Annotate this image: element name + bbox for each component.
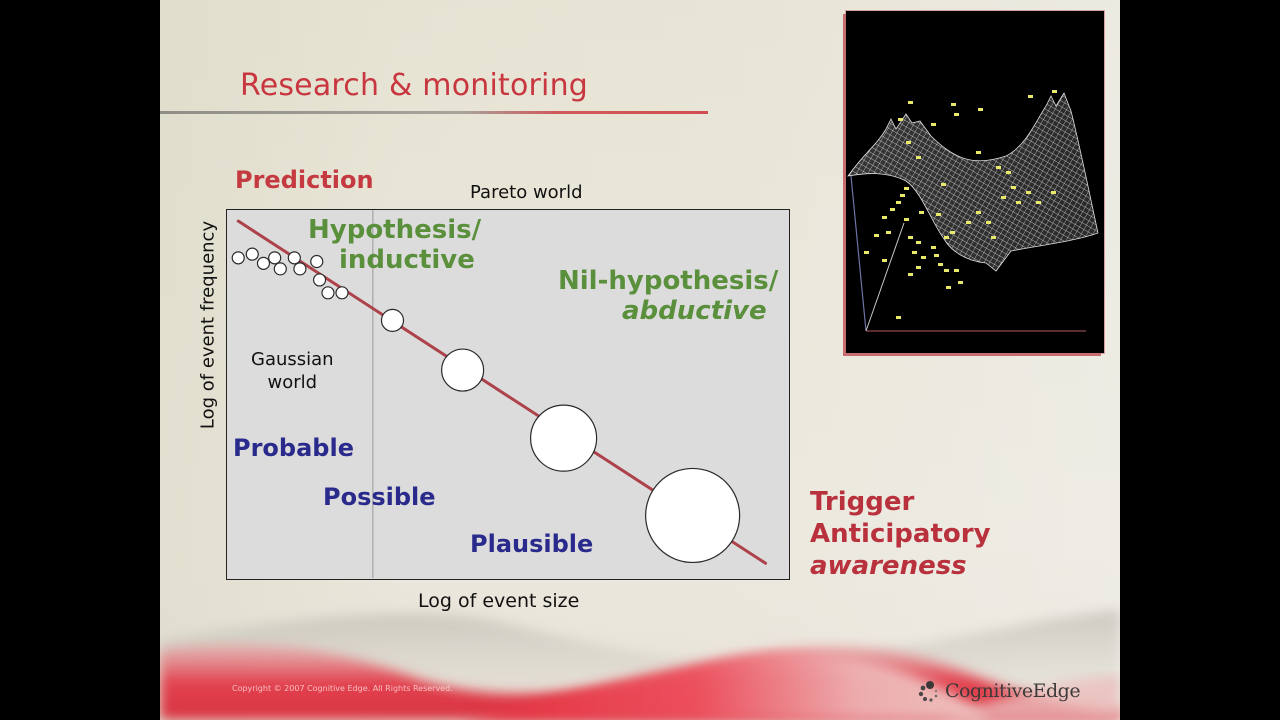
data-point-marker bbox=[1016, 201, 1021, 204]
x-axis-label: Log of event size bbox=[418, 590, 580, 612]
label-gaussian-line1: Gaussian bbox=[251, 349, 334, 370]
data-point-marker bbox=[904, 218, 909, 221]
data-point-marker bbox=[1051, 191, 1056, 194]
data-point-marker bbox=[921, 256, 926, 259]
data-point-marker bbox=[1026, 191, 1031, 194]
chart-title: Pareto world bbox=[470, 182, 583, 203]
data-point-marker bbox=[904, 187, 909, 190]
event-circle bbox=[312, 273, 327, 287]
data-point-marker bbox=[908, 236, 913, 239]
label-possible: Possible bbox=[323, 483, 436, 511]
event-circle bbox=[530, 404, 598, 472]
data-point-marker bbox=[986, 221, 991, 224]
data-point-marker bbox=[886, 231, 891, 234]
data-point-marker bbox=[950, 231, 955, 234]
pareto-chart: Hypothesis/ inductive Nil-hypothesis/ ab… bbox=[226, 209, 790, 580]
data-point-marker bbox=[874, 234, 879, 237]
chart-plot bbox=[231, 210, 768, 578]
event-circle bbox=[231, 251, 245, 265]
data-point-marker bbox=[1036, 201, 1041, 204]
data-point-marker bbox=[1052, 90, 1057, 93]
trigger-line3: awareness bbox=[810, 551, 967, 581]
event-circle bbox=[380, 308, 405, 333]
data-point-marker bbox=[936, 213, 941, 216]
label-nil-hypothesis: Nil-hypothesis/ abductive bbox=[558, 266, 778, 326]
label-probable: Probable bbox=[233, 434, 354, 462]
copyright-text: Copyright © 2007 Cognitive Edge. All Rig… bbox=[232, 684, 453, 693]
data-point-marker bbox=[896, 316, 901, 319]
data-point-marker bbox=[908, 273, 913, 276]
event-circle bbox=[245, 247, 259, 261]
y-axis-label: Log of event frequency bbox=[197, 220, 219, 430]
event-circle bbox=[645, 467, 741, 564]
data-point-marker bbox=[931, 246, 936, 249]
label-hypothesis-line2: inductive bbox=[339, 245, 475, 275]
event-circle bbox=[335, 286, 349, 300]
data-point-marker bbox=[1006, 171, 1011, 174]
prediction-heading: Prediction bbox=[235, 166, 374, 194]
data-point-marker bbox=[864, 251, 869, 254]
data-point-marker bbox=[882, 259, 887, 262]
data-point-marker bbox=[916, 241, 921, 244]
data-point-marker bbox=[919, 211, 924, 214]
data-point-marker bbox=[882, 216, 887, 219]
data-point-marker bbox=[916, 266, 921, 269]
data-point-marker bbox=[931, 123, 936, 126]
data-point-marker bbox=[906, 141, 911, 144]
data-point-marker bbox=[912, 251, 917, 254]
event-circle bbox=[310, 254, 324, 269]
data-point-marker bbox=[944, 269, 949, 272]
data-point-marker bbox=[954, 113, 959, 116]
event-circle bbox=[273, 262, 287, 276]
data-point-marker bbox=[944, 236, 949, 239]
data-point-marker bbox=[991, 236, 996, 239]
event-circle bbox=[441, 348, 485, 392]
wireframe-surface-graphic bbox=[847, 90, 1099, 332]
data-point-marker bbox=[938, 263, 943, 266]
trigger-callout: Trigger Anticipatory awareness bbox=[810, 486, 991, 582]
trigger-line1: Trigger bbox=[810, 487, 915, 517]
data-point-marker bbox=[978, 108, 983, 111]
cognitive-edge-logo: CognitiveEdge bbox=[917, 678, 1081, 704]
data-point-marker bbox=[908, 101, 913, 104]
label-nil-hypothesis-line1: Nil-hypothesis/ bbox=[558, 266, 779, 296]
event-circle bbox=[293, 262, 307, 276]
wireframe-surface-image bbox=[846, 11, 1104, 353]
trigger-line2: Anticipatory bbox=[810, 519, 991, 549]
event-circle bbox=[287, 251, 301, 265]
label-hypothesis-line1: Hypothesis/ bbox=[308, 215, 482, 245]
data-point-marker bbox=[976, 211, 981, 214]
data-point-marker bbox=[941, 183, 946, 186]
label-gaussian-line2: world bbox=[267, 372, 318, 393]
data-point-marker bbox=[900, 194, 905, 197]
data-point-marker bbox=[916, 156, 921, 159]
background-wave bbox=[160, 610, 1120, 720]
label-plausible: Plausible bbox=[470, 530, 594, 558]
event-circle bbox=[321, 286, 335, 300]
logo-dots-icon bbox=[918, 681, 938, 702]
data-point-marker bbox=[954, 269, 959, 272]
label-gaussian-world: Gaussian world bbox=[251, 348, 334, 394]
label-hypothesis: Hypothesis/ inductive bbox=[308, 215, 481, 275]
data-point-marker bbox=[890, 208, 895, 211]
data-point-marker bbox=[1011, 186, 1016, 189]
data-point-marker bbox=[976, 151, 981, 154]
event-circle bbox=[268, 251, 282, 265]
data-point-marker bbox=[996, 166, 1001, 169]
title-underline bbox=[160, 111, 708, 114]
label-nil-hypothesis-line2: abductive bbox=[622, 296, 767, 326]
data-point-marker bbox=[946, 286, 951, 289]
slide: Research & monitoring Prediction Pareto … bbox=[160, 0, 1120, 720]
data-point-marker bbox=[1028, 95, 1033, 98]
data-point-marker bbox=[958, 281, 963, 284]
slide-title: Research & monitoring bbox=[240, 68, 589, 103]
event-circle bbox=[256, 256, 271, 270]
data-point-marker bbox=[966, 221, 971, 224]
data-point-marker bbox=[898, 118, 903, 121]
data-point-marker bbox=[1001, 196, 1006, 199]
data-point-marker bbox=[934, 254, 939, 257]
data-point-marker bbox=[951, 103, 956, 106]
logo-text: CognitiveEdge bbox=[945, 680, 1081, 702]
data-point-marker bbox=[896, 201, 901, 204]
